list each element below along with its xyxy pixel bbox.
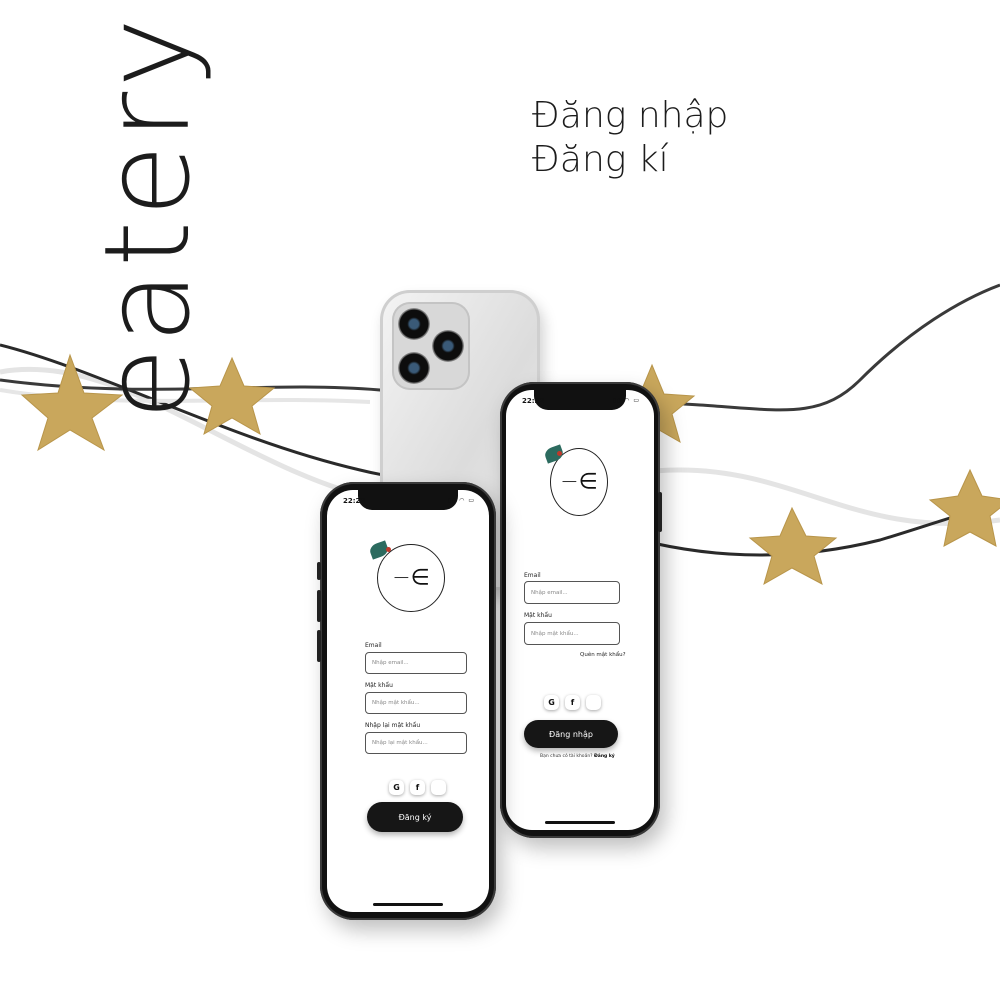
- camera-lens-icon: [432, 330, 464, 362]
- fork-mark-icon: −∈: [392, 565, 430, 591]
- status-time: 22:22: [522, 397, 545, 405]
- headline-register: Đăng kí: [532, 139, 669, 180]
- password-input[interactable]: Nhập mật khẩu...: [365, 692, 467, 714]
- camera-lens-icon: [398, 308, 430, 340]
- confirm-password-label: Nhập lại mật khẩu: [365, 722, 421, 729]
- berry-icon: [557, 451, 562, 456]
- status-icons: ▮▮ ◠ ▭: [447, 497, 475, 504]
- side-button: [317, 630, 321, 662]
- star-2: [188, 356, 276, 436]
- social-login-row: G f: [389, 780, 446, 795]
- signup-prompt-text: Bạn chưa có tài khoản?: [540, 754, 593, 759]
- fork-mark-icon: −∈: [560, 469, 598, 495]
- password-label: Mật khẩu: [524, 612, 552, 619]
- eatery-logo: −∈: [543, 444, 608, 516]
- login-phone: 22:22 ▮▮ ◠ ▭ −∈ Email Nhập email... Mật …: [500, 382, 662, 838]
- side-button: [317, 562, 321, 580]
- headline: Đăng nhập Đăng kí: [532, 94, 728, 182]
- email-input[interactable]: Nhập email...: [365, 652, 467, 674]
- register-button[interactable]: Đăng ký: [367, 802, 463, 832]
- login-button[interactable]: Đăng nhập: [524, 720, 618, 748]
- email-label: Email: [524, 572, 541, 579]
- facebook-icon[interactable]: f: [410, 780, 425, 795]
- apple-icon[interactable]: [586, 695, 601, 710]
- status-icons: ▮▮ ◠ ▭: [612, 397, 640, 404]
- login-screen: 22:22 ▮▮ ◠ ▭ −∈ Email Nhập email... Mật …: [506, 390, 654, 830]
- email-label: Email: [365, 642, 382, 649]
- social-login-row: G f: [544, 695, 601, 710]
- apple-icon[interactable]: [431, 780, 446, 795]
- notch: [358, 490, 458, 510]
- signup-prompt: Bạn chưa có tài khoản? Đăng ký: [540, 754, 615, 759]
- headline-login: Đăng nhập: [532, 95, 729, 136]
- camera-bump: [392, 302, 470, 390]
- facebook-icon[interactable]: f: [565, 695, 580, 710]
- google-icon[interactable]: G: [544, 695, 559, 710]
- register-phone: 22:22 ▮▮ ◠ ▭ −∈ Email Nhập email... Mật …: [317, 482, 496, 920]
- google-icon[interactable]: G: [389, 780, 404, 795]
- forgot-password-link[interactable]: Quên mật khẩu?: [580, 652, 626, 658]
- email-input[interactable]: Nhập email...: [524, 581, 620, 604]
- brand-wordmark: eatery: [78, 13, 216, 420]
- berry-icon: [386, 547, 391, 552]
- home-indicator: [373, 903, 443, 906]
- home-indicator: [545, 821, 615, 824]
- side-button: [658, 492, 662, 532]
- star-5: [928, 468, 1000, 547]
- confirm-password-input[interactable]: Nhập lại mật khẩu...: [365, 732, 467, 754]
- password-input[interactable]: Nhập mật khẩu...: [524, 622, 620, 645]
- status-time: 22:22: [343, 497, 366, 505]
- notch: [534, 390, 626, 410]
- signup-link[interactable]: Đăng ký: [594, 754, 615, 759]
- star-4: [748, 506, 838, 586]
- side-button: [317, 590, 321, 622]
- register-screen: 22:22 ▮▮ ◠ ▭ −∈ Email Nhập email... Mật …: [327, 490, 489, 912]
- camera-lens-icon: [398, 352, 430, 384]
- password-label: Mật khẩu: [365, 682, 393, 689]
- star-1: [20, 353, 124, 452]
- eatery-logo: −∈: [368, 540, 445, 612]
